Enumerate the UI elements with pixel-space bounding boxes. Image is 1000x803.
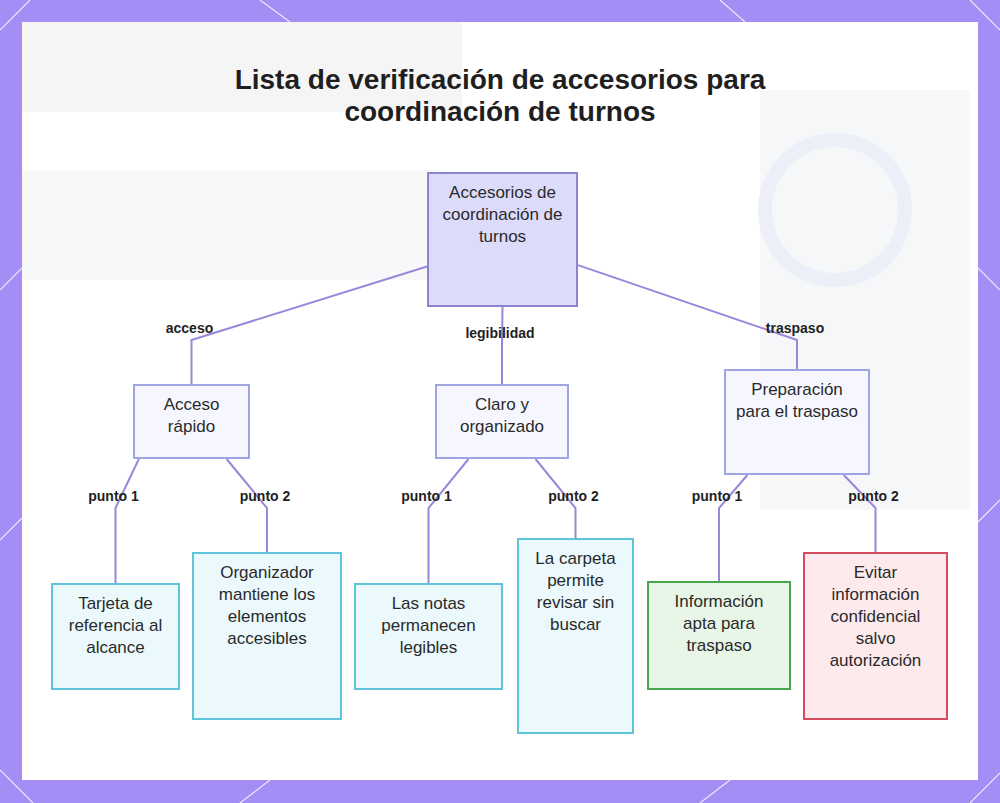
node-text: La carpeta permite revisar sin buscar — [529, 548, 622, 636]
category-box: Claro y organizado — [435, 384, 569, 459]
connector — [192, 267, 428, 385]
connector — [578, 265, 797, 369]
connector — [844, 475, 876, 552]
item-box: La carpeta permite revisar sin buscar — [517, 538, 634, 734]
item-box: Evitar información confidencial salvo au… — [803, 552, 948, 720]
edge-label: punto 2 — [848, 488, 899, 504]
item-box: Información apta para traspaso — [647, 581, 791, 690]
node-text: Accesorios de coordinación de turnos — [439, 182, 566, 248]
edge-label: punto 1 — [401, 488, 452, 504]
item-box: Organizador mantiene los elementos acces… — [192, 552, 342, 720]
connector — [116, 459, 139, 583]
node-text: Preparación para el traspaso — [736, 379, 858, 423]
node-text: Evitar información confidencial salvo au… — [815, 562, 936, 672]
connector — [501, 307, 504, 384]
node-text: Acceso rápido — [145, 394, 238, 438]
edge-label: traspaso — [766, 320, 824, 336]
edge-label: punto 2 — [548, 488, 599, 504]
node-text: Organizador mantiene los elementos acces… — [204, 562, 330, 650]
category-box: Acceso rápido — [133, 384, 250, 459]
edge-label: legibilidad — [465, 325, 534, 341]
edge-label: punto 2 — [240, 488, 291, 504]
edge-label: acceso — [166, 320, 213, 336]
edge-label: punto 1 — [88, 488, 139, 504]
category-box: Preparación para el traspaso — [724, 369, 870, 475]
node-text: Las notas permanecen legibles — [366, 593, 491, 659]
blurred-photo — [22, 22, 970, 510]
node-text: Tarjeta de referencia al alcance — [63, 593, 168, 659]
connector — [227, 459, 267, 552]
panel — [22, 22, 978, 780]
connector — [429, 459, 469, 583]
node-text: Claro y organizado — [447, 394, 557, 438]
edge-label: punto 1 — [692, 488, 743, 504]
root-box: Accesorios de coordinación de turnos — [427, 172, 578, 307]
diagram-title: Lista de verificación de accesorios para… — [200, 64, 800, 128]
item-box: Las notas permanecen legibles — [354, 583, 503, 690]
node-text: Información apta para traspaso — [659, 591, 779, 657]
item-box: Tarjeta de referencia al alcance — [51, 583, 180, 690]
